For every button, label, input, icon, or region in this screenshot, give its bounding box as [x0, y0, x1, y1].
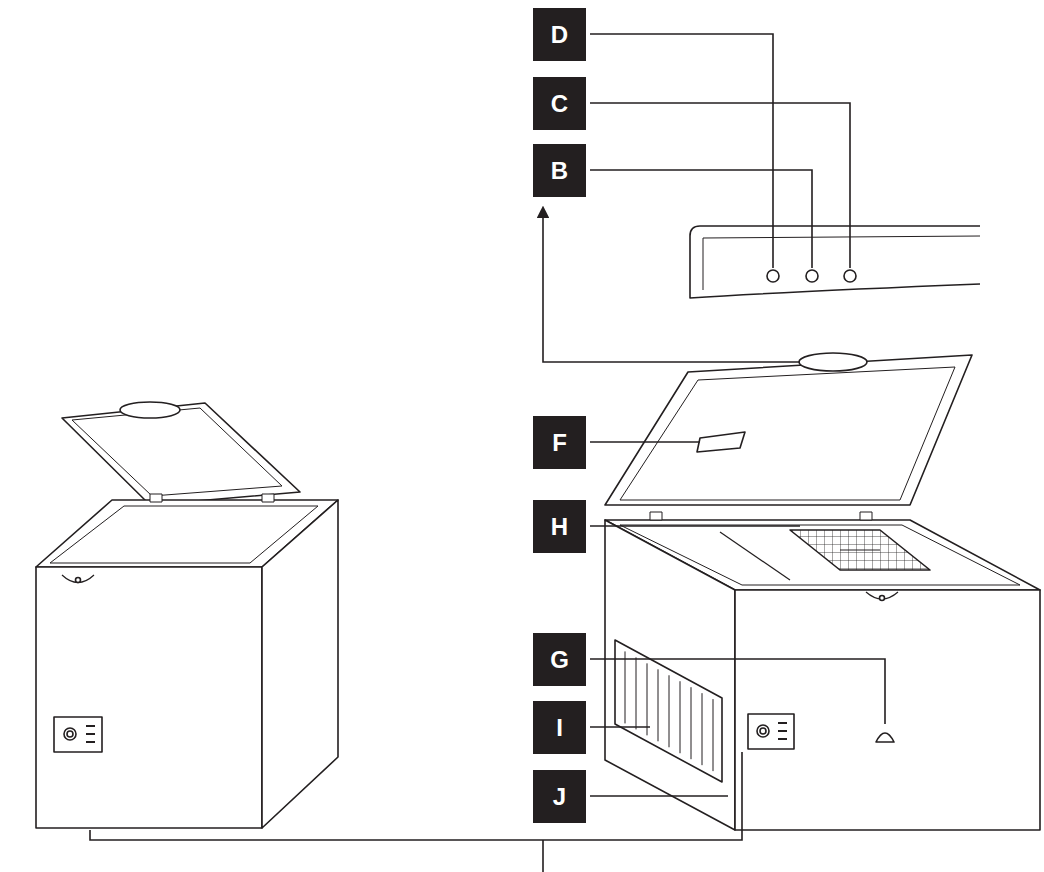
vent-grille	[615, 640, 722, 782]
callout-letter: I	[556, 714, 563, 742]
callout-box: J	[533, 770, 586, 823]
callout-letter: G	[550, 646, 569, 674]
large-lid	[605, 355, 972, 505]
small-freezer	[36, 402, 338, 828]
control-panel-detail	[690, 226, 980, 298]
vent-slat	[647, 663, 648, 735]
small-control-panel	[54, 717, 102, 752]
callout-letter: H	[551, 513, 568, 541]
vent-slat	[625, 651, 626, 723]
bracket	[90, 752, 742, 872]
callout-letter: C	[551, 90, 568, 118]
callout-box: C	[533, 77, 586, 130]
leader-lines	[90, 34, 885, 872]
callout-box: G	[533, 633, 586, 686]
large-lid-handle	[799, 353, 867, 371]
large-control-panel	[748, 714, 794, 749]
vent-slat	[658, 669, 659, 741]
button	[806, 270, 818, 282]
large-side	[605, 520, 735, 830]
vent-slat	[669, 675, 670, 747]
callout-letter: J	[553, 783, 566, 811]
small-front	[36, 567, 262, 828]
vent-slat	[713, 699, 714, 771]
callout-box: D	[533, 8, 586, 61]
callout-box: I	[533, 701, 586, 754]
basket	[790, 530, 930, 570]
callout-box: B	[533, 144, 586, 197]
vent-slat	[636, 657, 637, 729]
small-side	[262, 500, 338, 828]
small-lid	[62, 403, 300, 505]
callout-box: F	[533, 416, 586, 469]
callout-letter: B	[551, 157, 568, 185]
drain	[876, 733, 894, 742]
callout-letter: D	[551, 21, 568, 49]
callout-box: H	[533, 500, 586, 553]
button	[844, 270, 856, 282]
vent-slat	[691, 687, 692, 759]
callout-letter: F	[552, 429, 567, 457]
small-lid-handle	[120, 402, 180, 418]
button	[767, 270, 779, 282]
large-freezer	[605, 353, 1040, 830]
large-front	[735, 590, 1040, 830]
vent-slat	[702, 693, 703, 765]
inner-handle	[697, 432, 745, 452]
vent-slat	[680, 681, 681, 753]
